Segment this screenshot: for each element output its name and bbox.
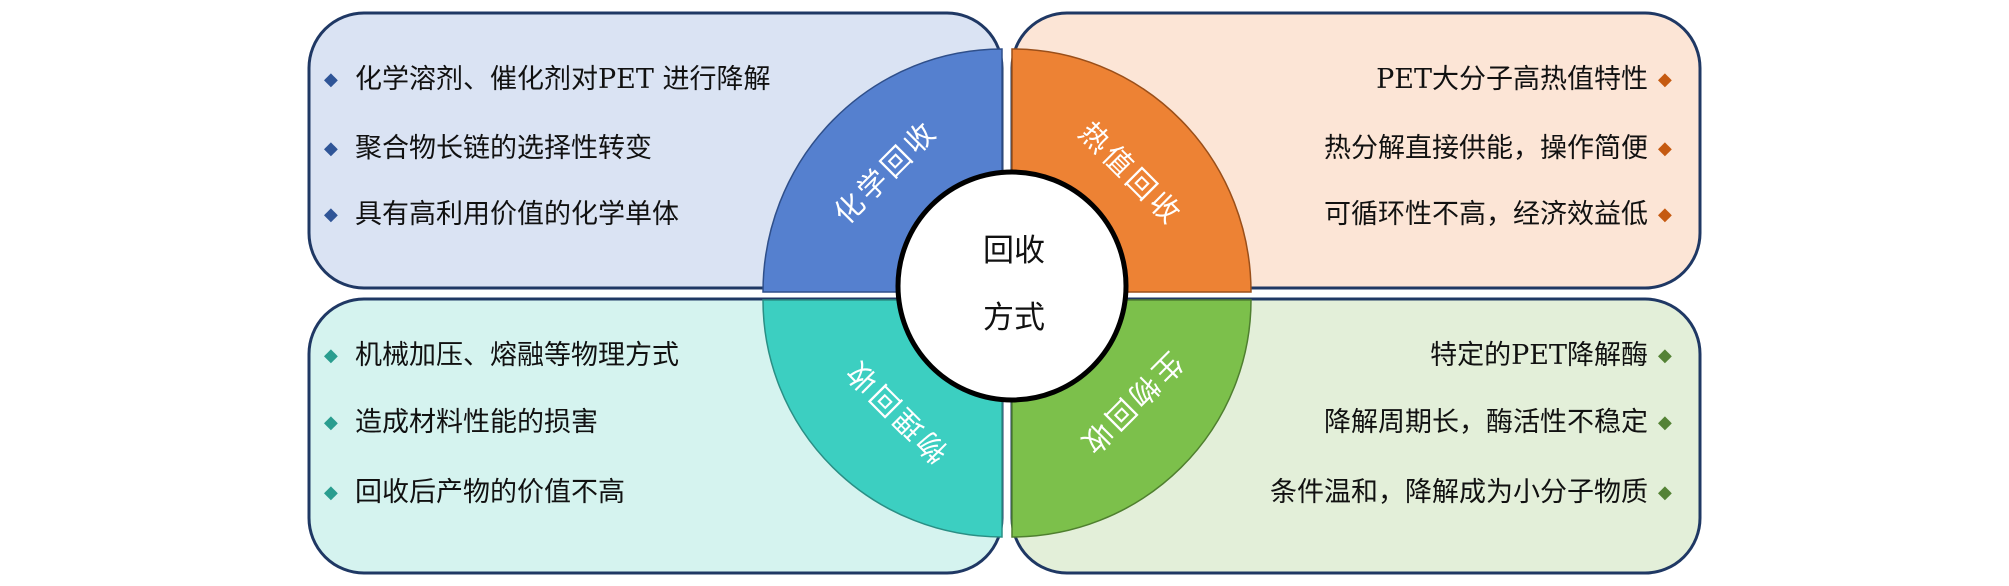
- diamond-icon: ◆: [324, 345, 338, 366]
- diamond-icon: ◆: [324, 69, 338, 90]
- list-item: 条件温和，降解成为小分子物质: [1270, 477, 1648, 508]
- center-line1: 回收: [983, 233, 1045, 269]
- list-item: 机械加压、熔融等物理方式: [355, 340, 679, 371]
- diamond-icon: ◆: [1658, 138, 1672, 159]
- list-item: 回收后产物的价值不高: [355, 477, 625, 508]
- list-item: 降解周期长，酶活性不稳定: [1324, 407, 1648, 438]
- list-item: 造成材料性能的损害: [355, 407, 598, 438]
- diamond-icon: ◆: [1658, 482, 1672, 503]
- center-line2: 方式: [983, 300, 1045, 336]
- diamond-icon: ◆: [324, 204, 338, 225]
- thermal-items: PET大分子高热值特性 ◆ 热分解直接供能，操作简便 ◆ 可循环性不高，经济效益…: [1324, 64, 1672, 230]
- chemical-items: ◆ 化学溶剂、催化剂对PET 进行降解 ◆ 聚合物长链的选择性转变 ◆ 具有高利…: [324, 64, 770, 230]
- list-item: 具有高利用价值的化学单体: [355, 199, 679, 230]
- diamond-icon: ◆: [1658, 204, 1672, 225]
- center-circle: [895, 169, 1129, 403]
- diamond-icon: ◆: [1658, 345, 1672, 366]
- list-item: 聚合物长链的选择性转变: [355, 133, 652, 164]
- diamond-icon: ◆: [1658, 69, 1672, 90]
- list-item: 特定的PET降解酶: [1430, 340, 1648, 371]
- list-item: 热分解直接供能，操作简便: [1324, 133, 1648, 164]
- list-item: 可循环性不高，经济效益低: [1324, 199, 1648, 230]
- diamond-icon: ◆: [324, 138, 338, 159]
- diamond-icon: ◆: [324, 482, 338, 503]
- list-item: PET大分子高热值特性: [1376, 64, 1648, 95]
- diamond-icon: ◆: [324, 412, 338, 433]
- diamond-icon: ◆: [1658, 412, 1672, 433]
- physical-items: ◆ 机械加压、熔融等物理方式 ◆ 造成材料性能的损害 ◆ 回收后产物的价值不高: [324, 340, 679, 508]
- list-item: 化学溶剂、催化剂对PET 进行降解: [355, 64, 770, 95]
- biological-items: 特定的PET降解酶 ◆ 降解周期长，酶活性不稳定 ◆ 条件温和，降解成为小分子物…: [1270, 340, 1672, 508]
